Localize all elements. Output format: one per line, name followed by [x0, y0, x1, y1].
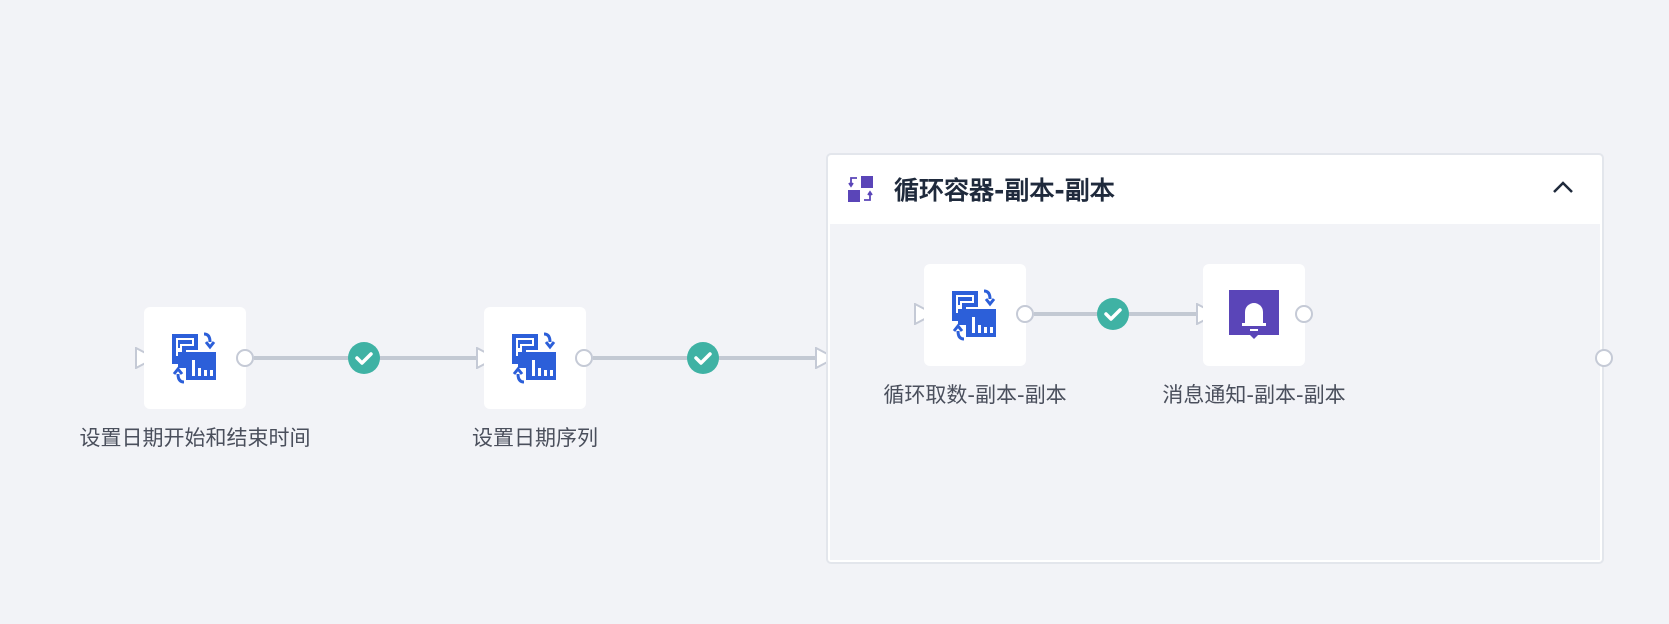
output-port[interactable] — [575, 349, 593, 367]
node-label: 循环取数-副本-副本 — [883, 383, 1067, 407]
chevron-up-icon[interactable] — [1552, 179, 1574, 195]
flow-node-loop-fetch[interactable] — [924, 264, 1026, 366]
output-port[interactable] — [236, 349, 254, 367]
container-output-port[interactable] — [1595, 349, 1613, 367]
success-check-icon[interactable] — [348, 342, 380, 374]
data-loop-icon — [170, 332, 218, 384]
loop-container-icon — [848, 176, 873, 202]
success-check-icon[interactable] — [1097, 298, 1129, 330]
success-check-icon[interactable] — [687, 342, 719, 374]
flow-node-message-notify[interactable] — [1203, 264, 1305, 366]
output-port[interactable] — [1016, 305, 1034, 323]
bell-icon — [1229, 290, 1279, 339]
node-label: 设置日期序列 — [472, 426, 598, 450]
output-port[interactable] — [1295, 305, 1313, 323]
container-title: 循环容器-副本-副本 — [894, 176, 1115, 205]
node-label: 设置日期开始和结束时间 — [79, 426, 311, 450]
data-loop-icon — [950, 289, 998, 341]
node-label: 消息通知-副本-副本 — [1162, 383, 1346, 407]
flow-node-set-date-sequence[interactable] — [484, 307, 586, 409]
flow-node-set-date-range[interactable] — [144, 307, 246, 409]
data-loop-icon — [510, 332, 558, 384]
